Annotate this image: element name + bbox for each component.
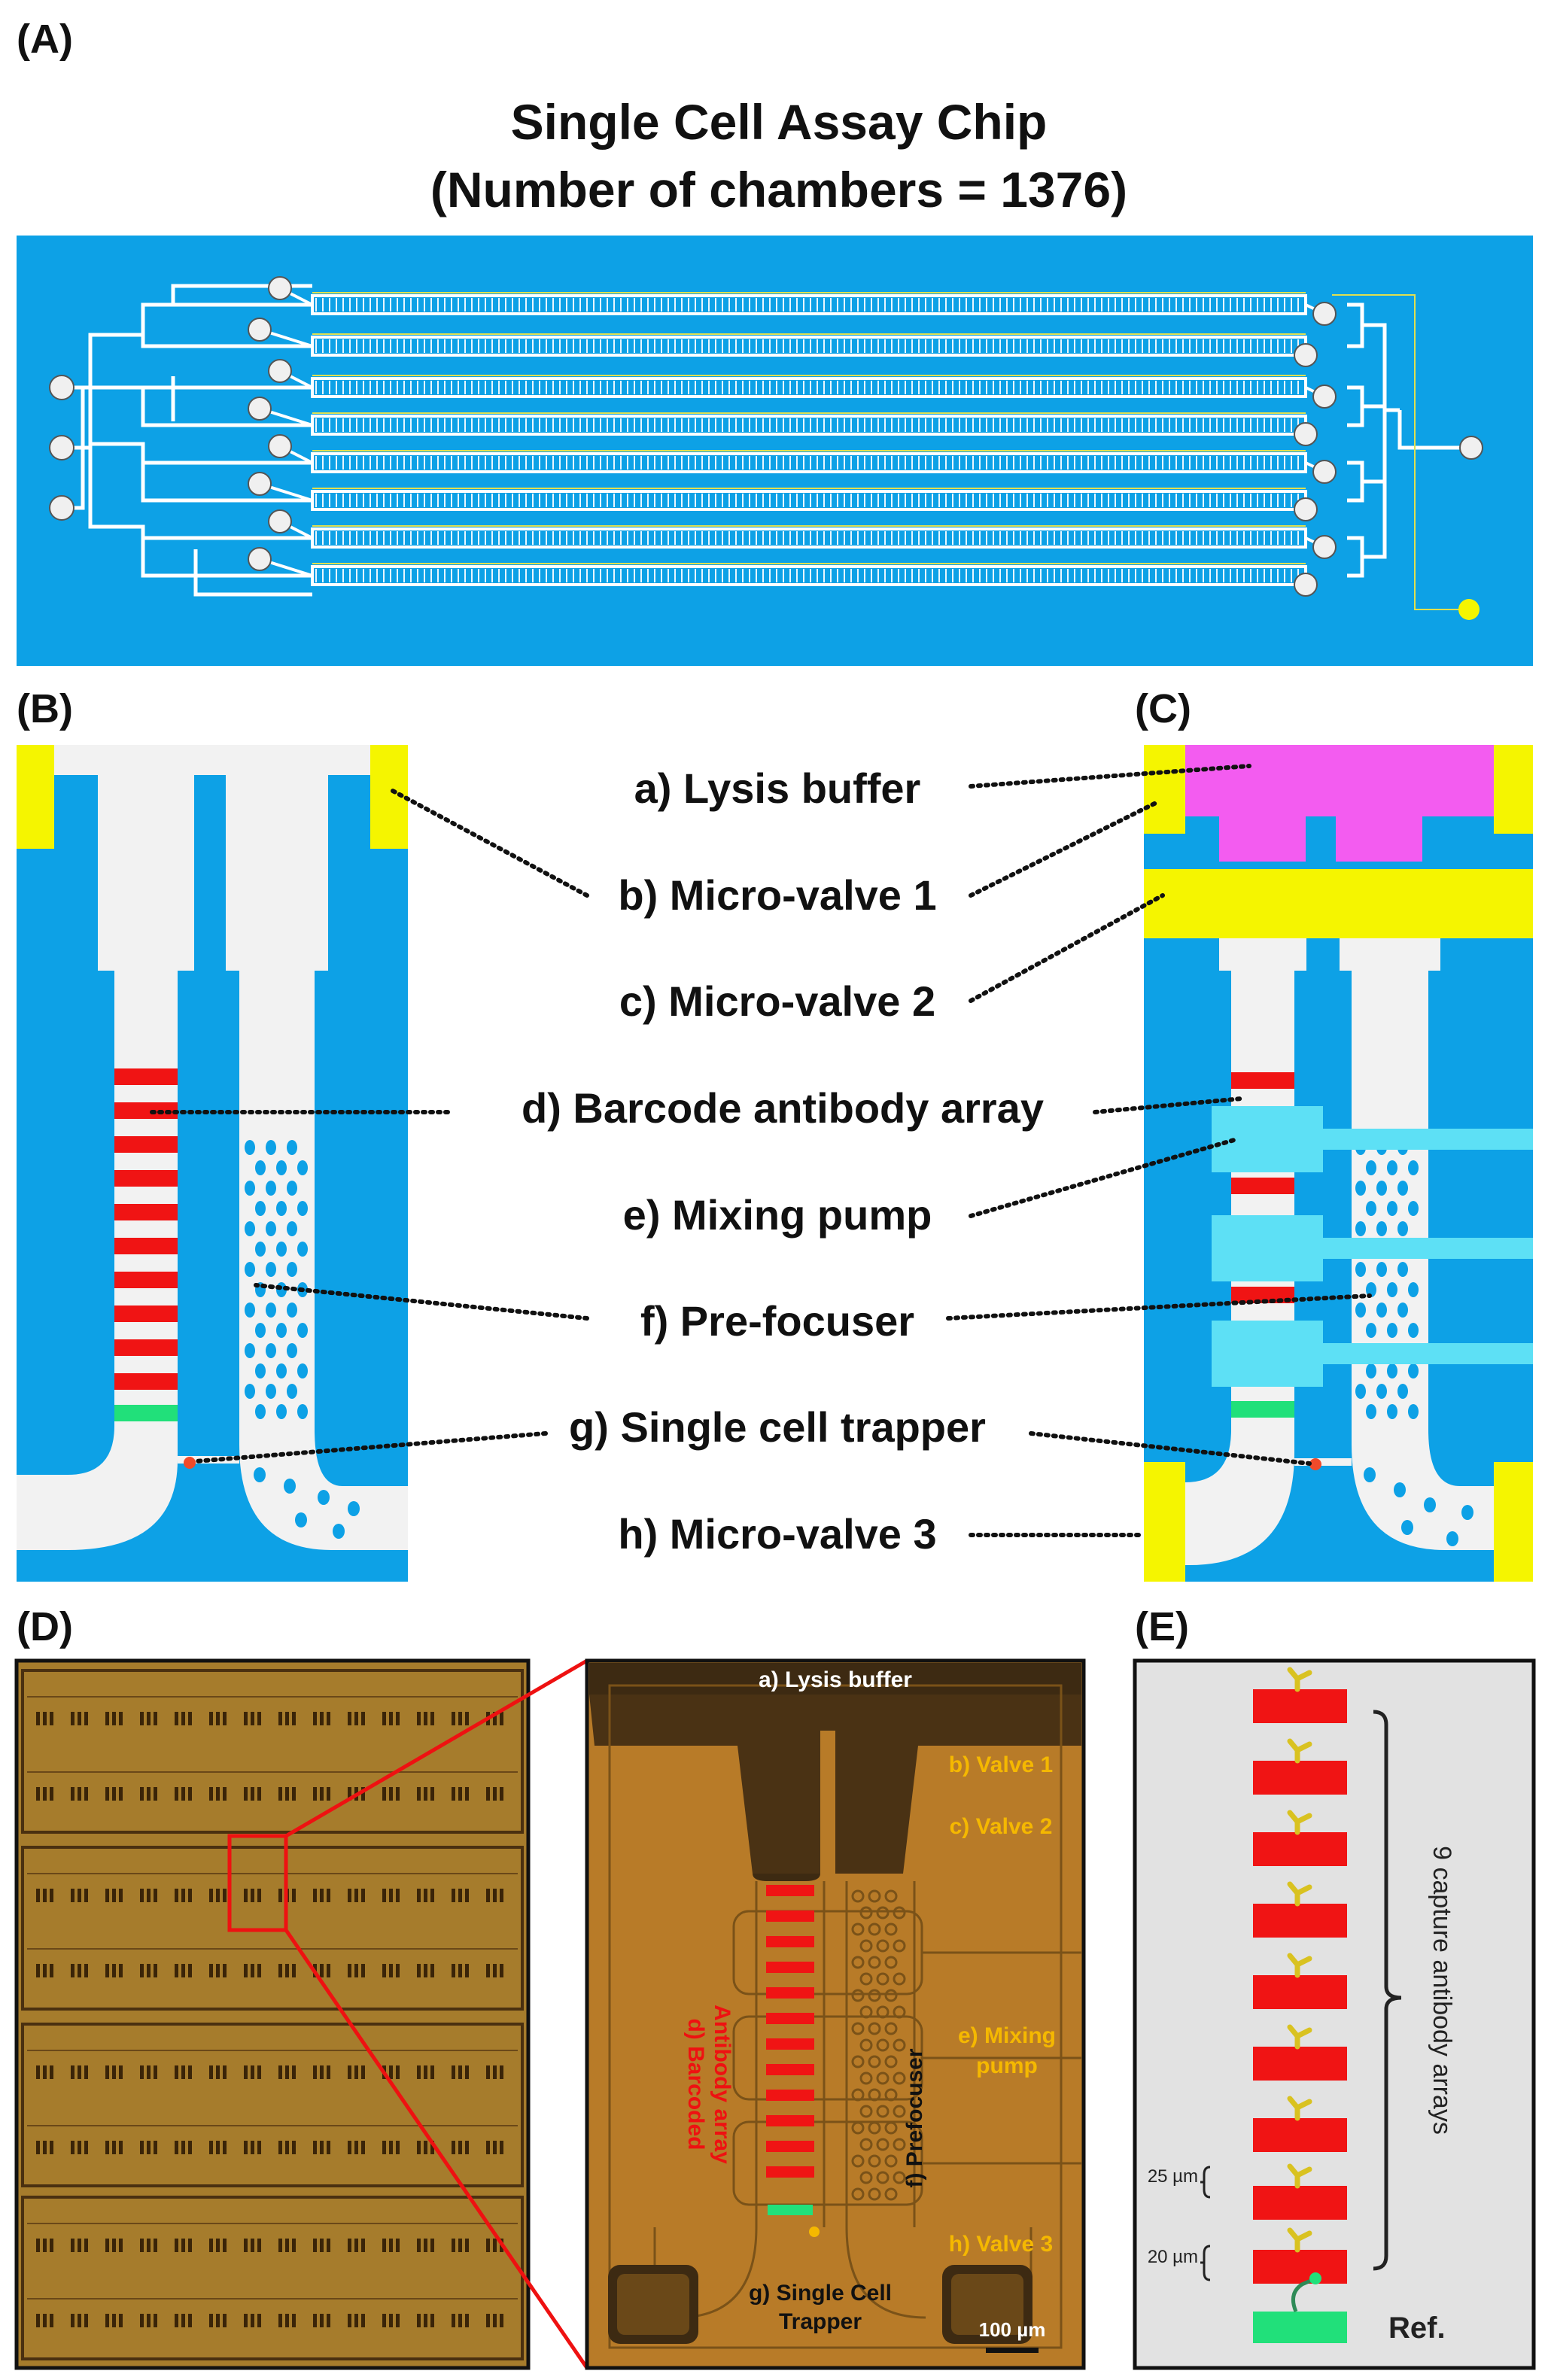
chip-subtitle: (Number of chambers = 1376)	[430, 162, 1127, 217]
micro-antibody-array-label: Antibody array	[710, 2005, 734, 2164]
micro-lysis-label: a) Lysis buffer	[759, 1667, 912, 1692]
micro-valve1-label: b) Valve 1	[949, 1752, 1053, 1777]
chip-micrograph	[14, 1658, 531, 2370]
callout-single-cell-trapper: g) Single cell trapper	[569, 1403, 986, 1451]
micro-barcoded-label: d) Barcoded	[683, 2018, 708, 2150]
panel-a-letter: (A)	[17, 17, 73, 62]
chip-title: Single Cell Assay Chip	[511, 94, 1048, 150]
callout-micro-valve-2: c) Micro-valve 2	[619, 977, 935, 1025]
antibody-array-schematic: Ref. 9 capture antibody arrays 25 µm 20 …	[1133, 1658, 1536, 2370]
chamber-diagram-b	[17, 745, 408, 1582]
micro-prefocuser-label: f) Prefocuser	[902, 2048, 927, 2187]
micro-mixing-label: e) Mixing	[958, 2023, 1056, 2048]
dimension-20um: 20 µm	[1148, 2247, 1198, 2267]
callout-labels: a) Lysis buffer b) Micro-valve 1 c) Micr…	[522, 764, 1044, 1558]
micro-valve3-label: h) Valve 3	[949, 2232, 1053, 2257]
chamber-micrograph: a) Lysis buffer b) Valve 1 c) Valve 2 e)…	[585, 1658, 1086, 2370]
callout-barcode-antibody-array: d) Barcode antibody array	[522, 1084, 1044, 1132]
micro-valve2-label: c) Valve 2	[950, 1814, 1053, 1839]
micro-trapper-label-2: Trapper	[779, 2309, 862, 2334]
panel-e-letter: (E)	[1135, 1604, 1189, 1649]
micro-pump-label: pump	[976, 2053, 1038, 2078]
dimension-25um: 25 µm	[1148, 2166, 1198, 2187]
chamber-diagram-c	[1144, 745, 1533, 1582]
ref-label: Ref.	[1388, 2312, 1446, 2345]
panel-d-letter: (D)	[17, 1604, 73, 1649]
scale-bar-label: 100 µm	[979, 2318, 1046, 2341]
callout-mixing-pump: e) Mixing pump	[623, 1191, 932, 1239]
scale-bar	[986, 2348, 1039, 2353]
micro-trapper-label: g) Single Cell	[749, 2281, 892, 2306]
callout-leader-lines	[148, 764, 1372, 1537]
callout-lysis-buffer: a) Lysis buffer	[634, 764, 921, 812]
callout-micro-valve-3: h) Micro-valve 3	[618, 1510, 936, 1558]
chip-layout	[17, 236, 1533, 666]
callout-pre-focuser: f) Pre-focuser	[640, 1297, 914, 1345]
bracket-label: 9 capture antibody arrays	[1428, 1846, 1456, 2135]
panel-b-letter: (B)	[17, 686, 73, 731]
panel-c-letter: (C)	[1135, 686, 1191, 731]
callout-micro-valve-1: b) Micro-valve 1	[618, 871, 936, 919]
